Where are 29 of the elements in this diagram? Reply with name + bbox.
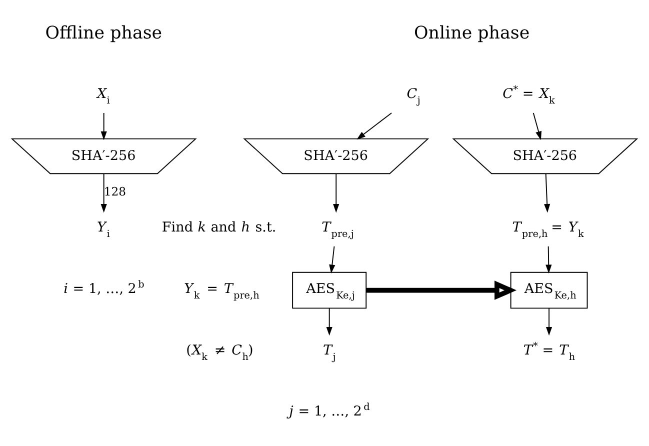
node-text: T$_{pre,h}$ = Y$_{k}$ [512, 218, 584, 240]
edge-label: 128 [104, 184, 126, 198]
label: Y$_{k}$ = T$_{pre,h}$ [184, 280, 260, 301]
arrow [333, 172, 340, 212]
node-box: AES$_{Ke,h}$ [510, 271, 588, 308]
node-text: T$_{j}$ [323, 342, 336, 362]
arrow [326, 307, 332, 336]
arrow [100, 172, 107, 212]
arrow [546, 245, 552, 273]
node-box: AES$_{Ke,j}$ [292, 271, 367, 308]
arrow [366, 280, 516, 300]
arrow [546, 307, 552, 336]
label: Offline phase [45, 23, 162, 44]
arrow [329, 245, 336, 273]
arrow [532, 112, 542, 140]
label: j = 1, …, 2$^{d}$ [289, 401, 370, 419]
label: Online phase [414, 23, 530, 44]
node-text: C$^{*}$ = X$_{k}$ [502, 84, 555, 106]
label: Find k and h s.t. [162, 218, 276, 235]
arrow [356, 112, 392, 140]
arrow [100, 112, 107, 140]
label: i = 1, …, 2$^{b}$ [64, 278, 144, 296]
node-text: Y$_{i}$ [97, 218, 110, 240]
node-text: X$_{i}$ [97, 85, 110, 106]
arrow [544, 172, 550, 212]
node-text: T$_{pre,j}$ [322, 218, 354, 240]
node-text: T$^{*}$ = T$_{h}$ [523, 340, 576, 362]
node-text: C$_{j}$ [406, 85, 420, 106]
label: (X$_{k}$ ≠ C$_{h}$) [186, 342, 254, 362]
